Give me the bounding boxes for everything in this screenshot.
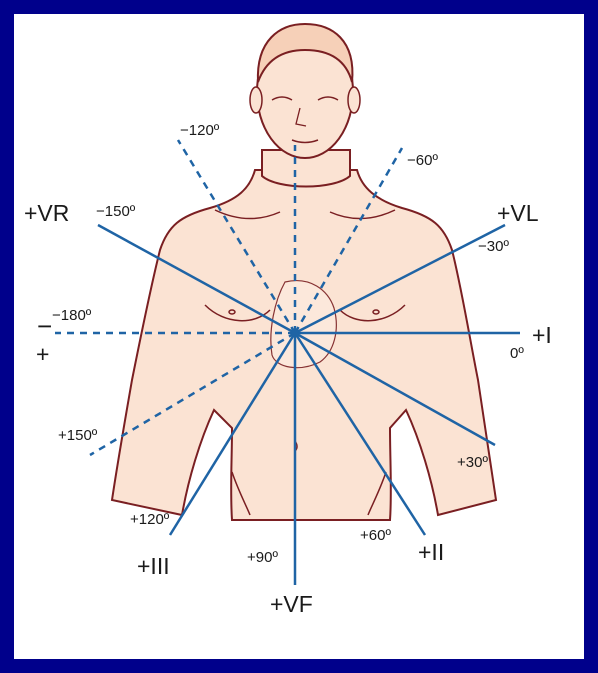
pole-minus: − <box>37 311 52 341</box>
angle-label-pos120: +120º <box>130 511 170 528</box>
angle-label-neg180: −180º <box>52 307 92 324</box>
right-ear <box>348 87 360 113</box>
pole-plus: + <box>36 341 49 367</box>
angle-label-zero: 0º <box>510 345 524 362</box>
angle-label-neg120: −120º <box>180 122 220 139</box>
angle-label-pos60: +60º <box>360 527 391 544</box>
angle-label-pos90: +90º <box>247 549 278 566</box>
lead-label-vf: +VF <box>270 591 313 617</box>
angle-label-neg60: −60º <box>407 152 438 169</box>
angle-label-neg150: −150º <box>96 203 136 220</box>
angle-label-neg30: −30º <box>478 238 509 255</box>
lead-label-iii: +III <box>137 553 170 579</box>
angle-label-pos30: +30º <box>457 454 488 471</box>
head <box>250 24 360 187</box>
lead-label-vl: +VL <box>497 200 539 226</box>
left-ear <box>250 87 262 113</box>
lead-label-i: +I <box>532 322 552 348</box>
lead-label-ii: +II <box>418 539 444 565</box>
angle-label-pos150: +150º <box>58 427 98 444</box>
lead-label-vr: +VR <box>24 200 69 226</box>
center-point <box>291 329 299 337</box>
